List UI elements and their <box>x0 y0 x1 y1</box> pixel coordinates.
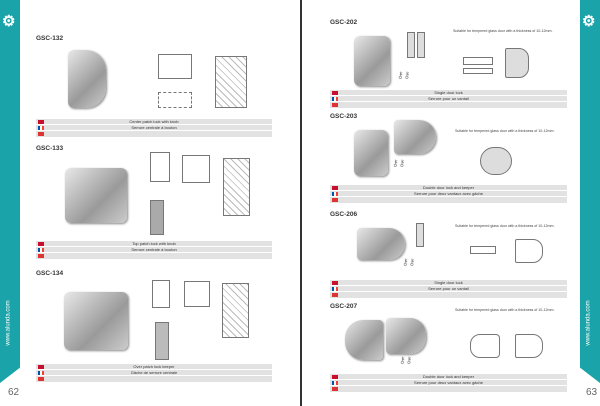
caption-fr: Serrure pour un vantail <box>330 286 567 292</box>
installation-drawing <box>222 283 249 338</box>
product-code: GSC-134 <box>36 270 64 277</box>
caption-fr: Gâche de serrure centrale <box>36 370 272 376</box>
product-code: GSC-133 <box>36 145 64 152</box>
caption-bar: Single door lock Serrure pour un vantail <box>330 90 567 108</box>
product-image <box>354 36 390 86</box>
keys-icon: ⚷⚷ <box>399 355 413 365</box>
technical-drawing <box>463 68 493 74</box>
installation-drawing <box>223 158 250 216</box>
caption-en: Over patch lock keeper <box>36 364 272 370</box>
caption-fr: Serrure pour un vantail <box>330 96 567 102</box>
keys-icon: ⚷⚷ <box>392 158 406 168</box>
es-flag-icon <box>332 387 338 391</box>
technical-drawing <box>515 239 543 263</box>
right-page: ⚙ www.alunda.com 63 GSC-202 ⚷⚷ Suitable … <box>300 0 600 406</box>
caption-en: Single door lock <box>330 280 567 286</box>
fr-flag-icon <box>332 97 338 101</box>
technical-drawing <box>470 246 496 254</box>
technical-drawing <box>505 48 529 78</box>
product-code: GSC-203 <box>330 113 358 120</box>
technical-drawing <box>158 92 192 108</box>
side-band: ⚙ www.alunda.com <box>0 0 20 383</box>
technical-drawing <box>480 147 512 175</box>
side-band: ⚙ www.alunda.com <box>580 0 600 383</box>
uk-flag-icon <box>38 365 44 369</box>
technical-drawing <box>184 281 210 307</box>
technical-drawing <box>470 334 500 358</box>
uk-flag-icon <box>332 186 338 190</box>
caption-bar: Center patch lock with knob Serrure cent… <box>36 119 272 137</box>
caption-bar: Single door lock Serrure pour un vantail <box>330 280 567 298</box>
caption-en: Single door lock <box>330 90 567 96</box>
caption-bar: Double door lock and keeper Serrure pour… <box>330 185 567 203</box>
uk-flag-icon <box>332 375 338 379</box>
caption-fr: Serrure centrale à bouton <box>36 247 272 253</box>
product-image <box>64 292 128 350</box>
gear-logo-icon: ⚙ <box>582 13 596 30</box>
es-flag-icon <box>332 198 338 202</box>
fr-flag-icon <box>332 192 338 196</box>
product-image <box>345 320 383 360</box>
technical-drawing <box>150 152 170 182</box>
technical-drawing <box>158 54 192 79</box>
product-image <box>394 120 436 154</box>
es-flag-icon <box>332 293 338 297</box>
uk-flag-icon <box>38 242 44 246</box>
technical-drawing <box>150 200 164 235</box>
product-image <box>68 50 106 108</box>
caption-en: Center patch lock with knob <box>36 119 272 125</box>
caption-en: Top patch lock with knob <box>36 241 272 247</box>
keys-icon: ⚷⚷ <box>397 70 411 80</box>
product-code: GSC-207 <box>330 303 358 310</box>
fr-flag-icon <box>38 371 44 375</box>
caption-bar: Top patch lock with knob Serrure central… <box>36 241 272 259</box>
caption-bar: Over patch lock keeper Gâche de serrure … <box>36 364 272 382</box>
page-number: 62 <box>8 387 20 398</box>
strike-plate <box>416 223 424 247</box>
fr-flag-icon <box>332 287 338 291</box>
website: www.alunda.com <box>585 300 592 346</box>
caption-en: Double door lock and keeper <box>330 185 567 191</box>
es-flag-icon <box>332 103 338 107</box>
es-flag-icon <box>38 254 44 258</box>
technical-drawing <box>515 334 543 358</box>
strike-plate <box>407 32 415 58</box>
product-note: Suitable for tempered glass door with a … <box>453 29 553 33</box>
caption-en: Double door lock and keeper <box>330 374 567 380</box>
fr-flag-icon <box>38 126 44 130</box>
product-code: GSC-202 <box>330 19 358 26</box>
left-page: ⚙ www.alunda.com 62 GSC-132 Center patch… <box>0 0 272 398</box>
product-image <box>357 228 405 260</box>
technical-drawing <box>155 322 169 360</box>
product-code: GSC-206 <box>330 211 358 218</box>
website: www.alunda.com <box>5 300 12 346</box>
product-code: GSC-132 <box>36 35 64 42</box>
technical-drawing <box>463 57 493 65</box>
keys-icon: ⚷⚷ <box>402 257 416 267</box>
caption-fr: Serrure pour deux vantaux avec gâche <box>330 191 567 197</box>
technical-drawing <box>152 280 170 308</box>
caption-fr: Serrure pour deux vantaux avec gâche <box>330 380 567 386</box>
product-image <box>65 168 127 223</box>
uk-flag-icon <box>332 91 338 95</box>
gear-logo-icon: ⚙ <box>2 13 16 30</box>
caption-bar: Double door lock and keeper Serrure pour… <box>330 374 567 392</box>
strike-plate <box>417 32 425 58</box>
caption-fr: Serrure centrale à bouton <box>36 125 272 131</box>
page-number: 63 <box>586 387 598 398</box>
installation-drawing <box>215 56 247 108</box>
fr-flag-icon <box>38 248 44 252</box>
es-flag-icon <box>38 377 44 381</box>
fr-flag-icon <box>332 381 338 385</box>
product-image <box>354 130 388 176</box>
product-note: Suitable for tempered glass door with a … <box>455 129 555 133</box>
uk-flag-icon <box>332 281 338 285</box>
product-note: Suitable for tempered glass door with a … <box>455 308 555 312</box>
es-flag-icon <box>38 132 44 136</box>
product-note: Suitable for tempered glass door with a … <box>455 224 555 228</box>
uk-flag-icon <box>38 120 44 124</box>
technical-drawing <box>182 155 210 183</box>
product-image <box>386 318 426 354</box>
